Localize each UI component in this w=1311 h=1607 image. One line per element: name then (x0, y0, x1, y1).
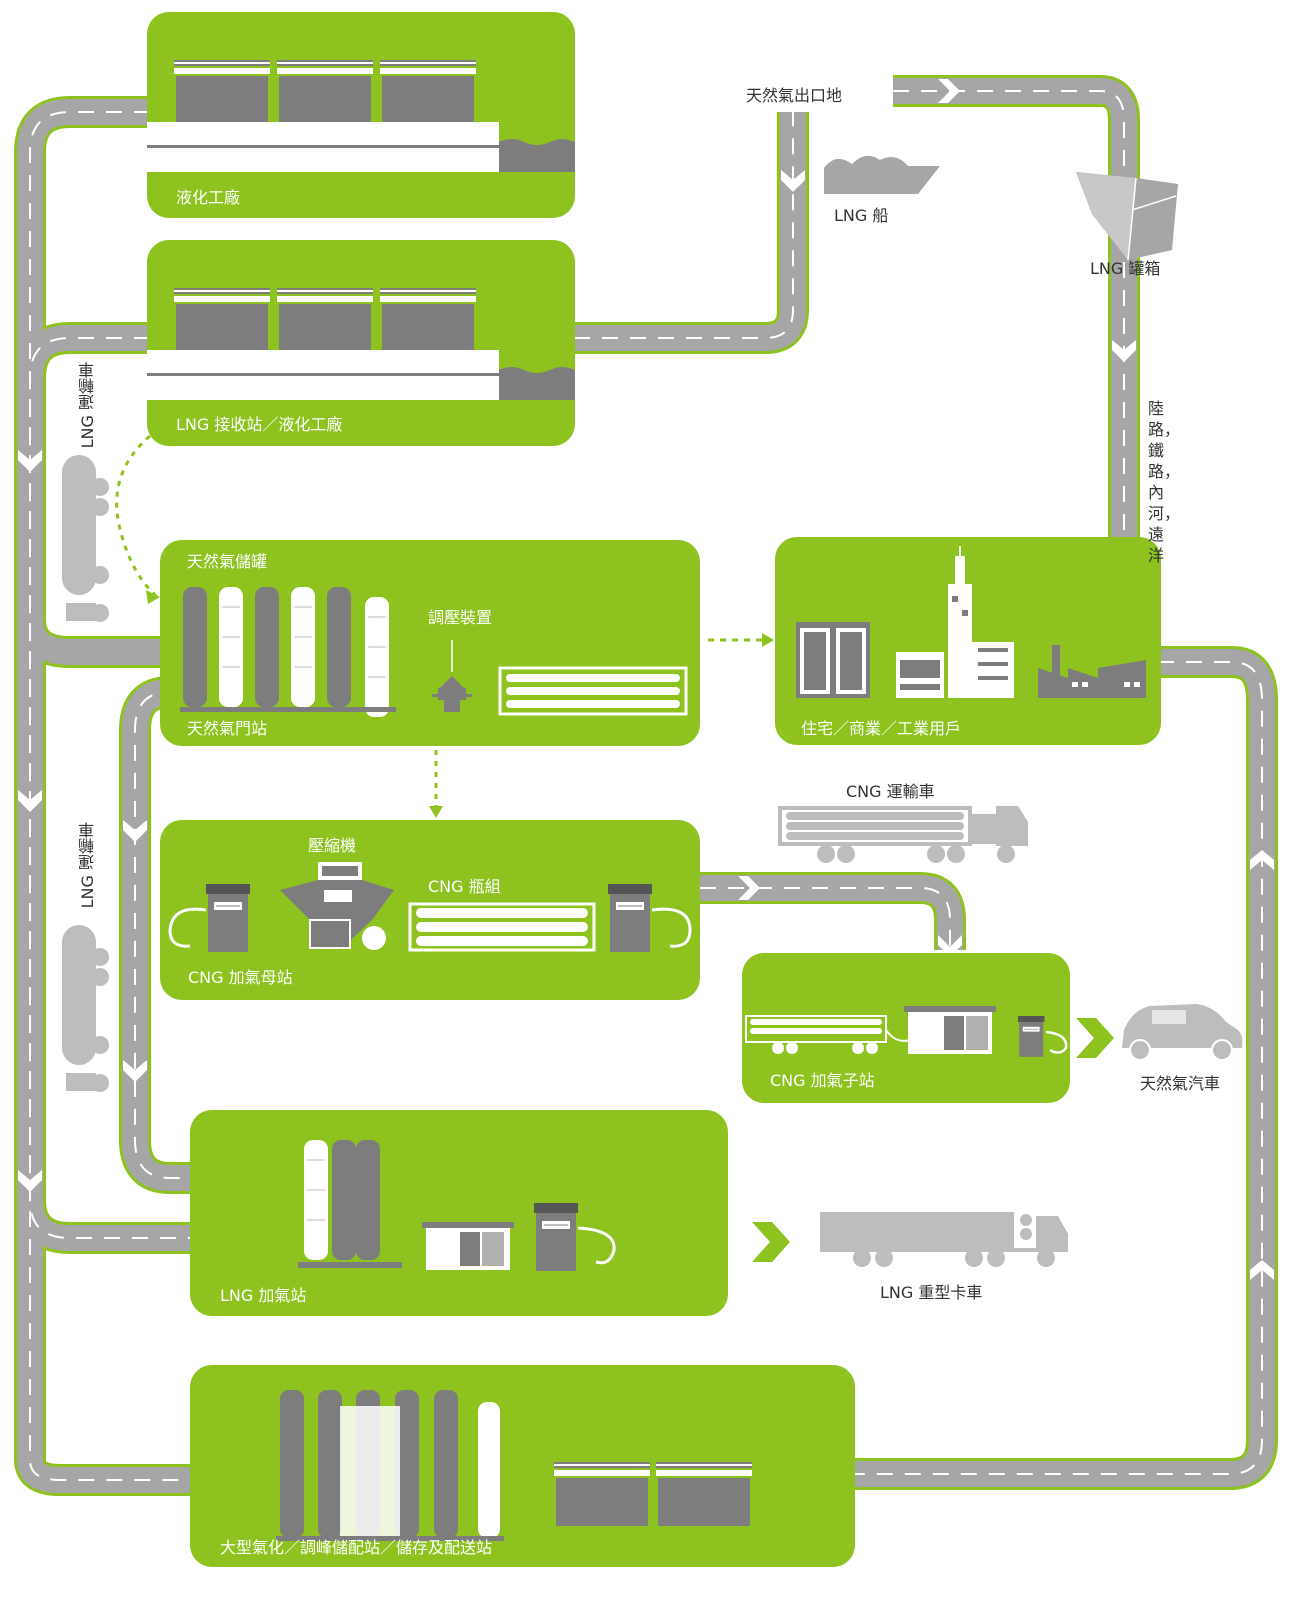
large-gasification-station-graphic (276, 1390, 752, 1541)
building-icon (896, 652, 944, 698)
compressor-icon (280, 862, 394, 950)
arrow-icon (938, 935, 962, 957)
arrow-icon (781, 170, 805, 192)
storage-tank-icon (356, 1140, 380, 1260)
arrow-icon (938, 79, 960, 103)
building-icon (796, 622, 870, 698)
flow-chevrons (115, 434, 770, 812)
hose (168, 907, 207, 948)
storage-tank-icon (255, 587, 279, 707)
export-origin-label: 天然氣出口地 (746, 86, 843, 105)
arrow-icon (1250, 850, 1274, 870)
lng-filling-station-graphic (298, 1139, 616, 1272)
dispenser-icon (205, 883, 251, 953)
lng-heavy-truck-label: LNG 重型卡車 (880, 1283, 983, 1302)
end-users-label: 住宅／商業／工業用戶 (801, 719, 962, 738)
regulator-icon (432, 640, 472, 712)
transport-mode-land: 陸路， (1148, 399, 1181, 439)
transport-mode-ocean: 遠洋 (1148, 525, 1165, 565)
tube-trailer-icon (745, 1015, 887, 1054)
liquefaction-plant-label: 液化工廠 (176, 188, 241, 207)
arrow-icon (123, 1060, 147, 1082)
flow-chevron-heads (146, 590, 774, 818)
cng-daughter-station-label: CNG 加氣子站 (770, 1071, 875, 1090)
ship-icon (824, 155, 940, 194)
storage-tank-icon (327, 587, 351, 707)
transport-mode-rail: 鐵路， (1148, 441, 1181, 481)
cng-cylinder-group-label: CNG 瓶組 (428, 877, 501, 896)
arrow-icon (123, 820, 147, 842)
tank-container-icon (1076, 172, 1178, 261)
tube-trailer-icon (778, 806, 1028, 863)
end-users-graphic (796, 546, 1146, 698)
dispenser-icon (607, 883, 653, 953)
gas-storage-tank-label: 天然氣儲罐 (187, 552, 268, 571)
road-direction-arrows (18, 79, 1274, 1280)
cng-mother-station-graphic (168, 862, 692, 953)
tanker-truck-icon (62, 925, 109, 1092)
lng-tanker-truck-upper-label: LNG 運輸車 (78, 362, 97, 449)
facility-boxes (147, 12, 1161, 1567)
storage-tank-icon (183, 587, 207, 707)
lng-tank-container-label: LNG 罐箱 (1090, 259, 1161, 278)
arrow-icon (752, 1222, 790, 1262)
arrow-icon (18, 1170, 42, 1192)
storage-tank-icon (303, 1139, 329, 1261)
storage-tank-icon (364, 596, 390, 718)
arrow-icon (1076, 1018, 1114, 1058)
compressor-label: 壓縮機 (308, 836, 357, 855)
liquefaction-plant-graphic (147, 60, 575, 172)
city-gate-station-graphic (180, 586, 688, 718)
cng-mother-station-label: CNG 加氣母站 (188, 968, 293, 987)
arrow-icon (738, 876, 760, 900)
lng-terminal-graphic (147, 288, 575, 400)
large-gasification-station-label: 大型氣化／調峰儲配站／儲存及配送站 (220, 1538, 493, 1557)
transport-mode-river: 內河， (1148, 483, 1181, 523)
lng-tanker-truck-lower-label: LNG 運輸車 (78, 822, 97, 909)
building-icon (948, 546, 1014, 698)
pipe-bundle (498, 666, 688, 716)
pressure-regulator-label: 調壓裝置 (428, 608, 493, 627)
lng-terminal-label: LNG 接收站／液化工廠 (176, 415, 343, 434)
tanker-truck-icon (62, 455, 109, 622)
cng-tube-trailer-label: CNG 運輸車 (846, 782, 935, 801)
storage-tank-icon (332, 1140, 356, 1260)
cng-daughter-station-graphic (745, 1006, 1068, 1058)
storage-tank-icon (290, 586, 316, 708)
factory-icon (1038, 645, 1146, 698)
car-icon (1122, 1004, 1243, 1061)
transport-modes-label: 陸路， 鐵路， 內河， 遠洋 (1148, 398, 1181, 566)
heavy-truck-icon (820, 1212, 1068, 1267)
dispenser-icon (1017, 1015, 1045, 1058)
lng-filling-station-label: LNG 加氣站 (220, 1286, 307, 1305)
road-network (14, 75, 1278, 1496)
storage-tank-icon (218, 586, 244, 708)
dispenser-icon (533, 1202, 579, 1272)
arrow-icon (18, 450, 42, 472)
cng-cylinder-group (408, 902, 596, 952)
lng-ship-label: LNG 船 (834, 206, 889, 225)
city-gate-station-label: 天然氣門站 (187, 719, 268, 738)
cng-daughter-station-box (742, 953, 1070, 1103)
natural-gas-car-label: 天然氣汽車 (1140, 1074, 1221, 1093)
arrow-icon (18, 790, 42, 812)
arrow-icon (1250, 1260, 1274, 1280)
big-arrows (752, 1018, 1114, 1262)
hose (651, 907, 692, 948)
arrow-icon (1112, 340, 1136, 362)
